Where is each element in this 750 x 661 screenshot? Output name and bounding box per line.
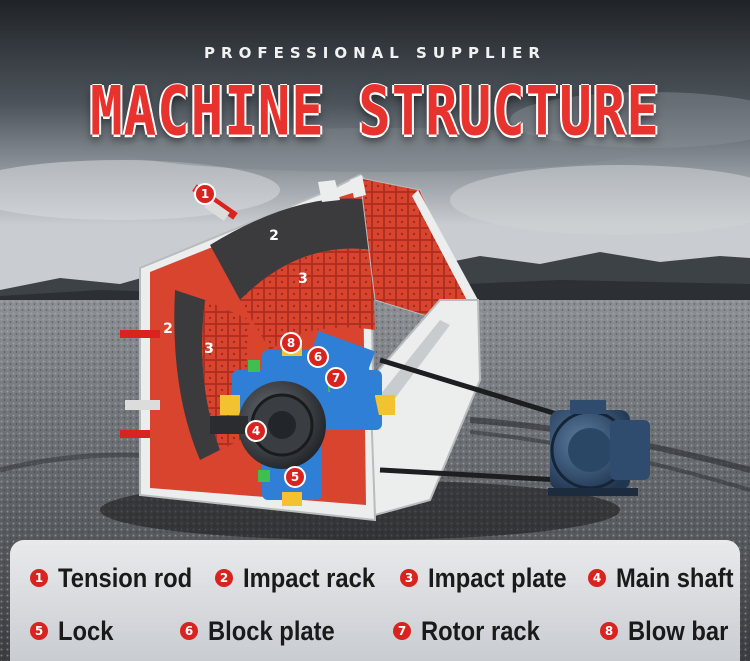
legend-item-blow-bar: 8 Blow bar — [600, 611, 742, 651]
callout-8: 8 — [280, 332, 302, 354]
legend-number-badge: 3 — [400, 569, 418, 587]
legend-item-impact-rack: 2 Impact rack — [215, 558, 393, 598]
legend-item-rotor-rack: 7 Rotor rack — [393, 611, 556, 651]
callout-4: 4 — [245, 420, 267, 442]
page-title: MACHINE STRUCTURE — [90, 72, 660, 151]
legend-label: Lock — [58, 615, 114, 646]
callout-3-lower: 3 — [204, 341, 214, 357]
legend-label: Blow bar — [628, 615, 729, 646]
front-housing — [368, 299, 482, 517]
legend-item-tension-rod: 1 Tension rod — [30, 558, 211, 598]
legend-item-block-plate: 6 Block plate — [180, 611, 352, 651]
electric-motor — [548, 400, 650, 496]
legend-label: Impact rack — [243, 562, 376, 593]
legend-item-main-shaft: 4 Main shaft — [588, 558, 750, 598]
legend-number-badge: 4 — [588, 569, 606, 587]
callout-2-lower: 2 — [163, 321, 173, 337]
drive-belt — [379, 357, 561, 418]
parts-legend: 1 Tension rod 2 Impact rack 3 Impact pla… — [10, 540, 740, 661]
legend-label: Main shaft — [616, 562, 734, 593]
legend-label: Block plate — [208, 615, 335, 646]
callout-1: 1 — [194, 183, 216, 205]
legend-label: Impact plate — [428, 562, 567, 593]
tagline: PROFESSIONAL SUPPLIER — [204, 44, 546, 62]
legend-number-badge: 5 — [30, 622, 48, 640]
legend-item-lock: 5 Lock — [30, 611, 121, 651]
upper-impact-rack — [210, 198, 372, 300]
callout-3-upper: 3 — [298, 271, 308, 287]
callout-2-upper: 2 — [269, 228, 279, 244]
callout-7: 7 — [325, 367, 347, 389]
upper-impact-plate — [240, 248, 375, 350]
callout-5: 5 — [284, 466, 306, 488]
legend-label: Rotor rack — [421, 615, 540, 646]
legend-label: Tension rod — [58, 562, 193, 593]
legend-number-badge: 6 — [180, 622, 198, 640]
legend-item-impact-plate: 3 Impact plate — [400, 558, 586, 598]
legend-number-badge: 2 — [215, 569, 233, 587]
callout-6: 6 — [307, 346, 329, 368]
lower-impact-rack — [174, 290, 220, 460]
legend-number-badge: 8 — [600, 622, 618, 640]
legend-number-badge: 1 — [30, 569, 48, 587]
legend-number-badge: 7 — [393, 622, 411, 640]
